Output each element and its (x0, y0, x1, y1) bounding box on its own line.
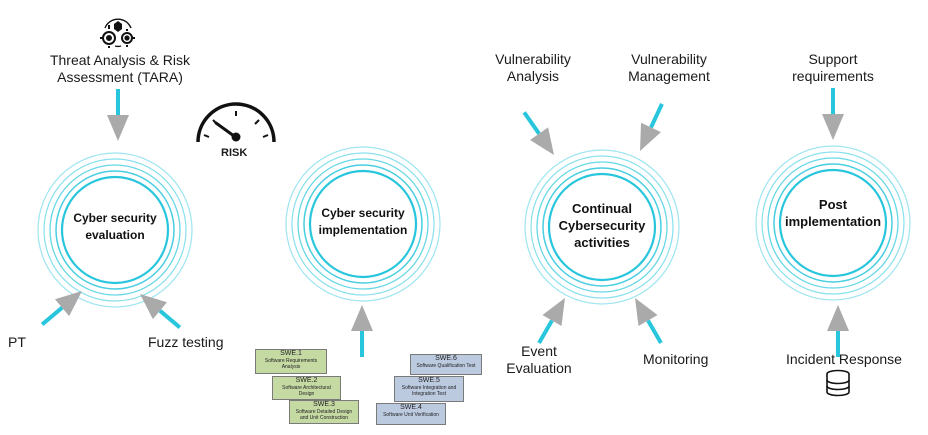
evaluation-title: Cyber security evaluation (55, 210, 175, 244)
swe6-title: SWE.6 (435, 355, 457, 362)
implementation-title: Cyber security implementation (303, 205, 423, 239)
post-title: Post implementation (773, 196, 893, 230)
continual-title-line2: Cybersecurity (558, 218, 646, 233)
fuzz-testing-label: Fuzz testing (148, 334, 224, 350)
arrow-tara (105, 87, 131, 143)
arrow-vuln-analysis (513, 104, 566, 164)
swe3-sub2: and Unit Construction (299, 415, 349, 421)
arrow-implementation (349, 303, 375, 359)
arrow-pt (33, 280, 92, 335)
monitoring-label: Monitoring (643, 351, 709, 367)
swe3-box: SWE.3 Software Detailed Design and Unit … (289, 400, 359, 424)
event-line1: Event (521, 343, 557, 359)
continual-title-line1: Continual (572, 201, 632, 216)
continual-title-line3: activities (574, 235, 630, 250)
swe5-title: SWE.5 (418, 377, 440, 384)
post-title-line2: implementation (784, 214, 882, 229)
swe5-sub1: Software Integration and (401, 385, 457, 391)
vuln-analysis-line1: Vulnerability (495, 51, 571, 67)
swe4-sub1: Software Unit Verification (383, 412, 439, 418)
swe3-title: SWE.3 (313, 401, 335, 408)
swe6-box: SWE.6 Software Qualification Test (410, 354, 482, 375)
swe2-title: SWE.2 (295, 377, 318, 384)
pt-label: PT (8, 334, 26, 350)
swe3-sub1: Software Detailed Design (295, 409, 353, 415)
vuln-mgmt-line2: Management (628, 68, 710, 84)
arrow-event (527, 290, 577, 351)
tara-label: Threat Analysis & Risk Assessment (TARA) (40, 52, 200, 86)
arrow-monitoring (623, 290, 673, 351)
swe5-sub2: Integration Test (411, 391, 447, 397)
support-line1: Support (808, 51, 858, 67)
support-requirements-label: Support requirements (778, 51, 888, 85)
incident-response-label: Incident Response (786, 351, 902, 367)
implementation-title-line2: implementation (318, 223, 408, 237)
swe4-box: SWE.4 Software Unit Verification (376, 403, 446, 425)
support-line2: requirements (792, 68, 874, 84)
swe1-box: SWE.1 Software Requirements Analysis (255, 349, 327, 374)
evaluation-title-line1: Cyber security (73, 211, 157, 225)
swe2-sub2: Design (298, 391, 315, 397)
evaluation-title-line2: evaluation (85, 228, 145, 242)
risk-label: RISK (221, 147, 248, 159)
vuln-analysis-line2: Analysis (506, 68, 560, 84)
swe1-title: SWE.1 (280, 350, 302, 357)
vulnerability-analysis-label: Vulnerability Analysis (478, 51, 588, 85)
implementation-title-line1: Cyber security (321, 206, 405, 220)
vulnerability-management-label: Vulnerability Management (614, 51, 724, 85)
event-evaluation-label: Event Evaluation (494, 343, 584, 377)
swe1-sub2: Analysis (281, 364, 301, 370)
gears-icon (100, 18, 135, 48)
swe2-box: SWE.2 Software Architectural Design (272, 376, 341, 400)
arrow-vuln-mgmt (628, 97, 674, 158)
post-title-line1: Post (818, 197, 848, 212)
vuln-mgmt-line1: Vulnerability (631, 51, 707, 67)
swe1-sub1: Software Requirements (264, 358, 318, 364)
risk-gauge-icon (196, 102, 276, 143)
swe4-title: SWE.4 (400, 404, 422, 411)
tara-label-line2: Assessment (TARA) (57, 69, 183, 85)
continual-title: Continual Cybersecurity activities (542, 200, 662, 251)
database-icon (826, 369, 850, 397)
arrow-incident (825, 303, 851, 359)
swe2-sub1: Software Architectural (282, 385, 331, 391)
tara-label-line1: Threat Analysis & Risk (49, 52, 191, 68)
arrow-support (820, 86, 846, 142)
swe5-box: SWE.5 Software Integration and Integrati… (394, 376, 464, 402)
event-line2: Evaluation (506, 360, 572, 376)
swe6-sub1: Software Qualification Test (416, 363, 476, 369)
